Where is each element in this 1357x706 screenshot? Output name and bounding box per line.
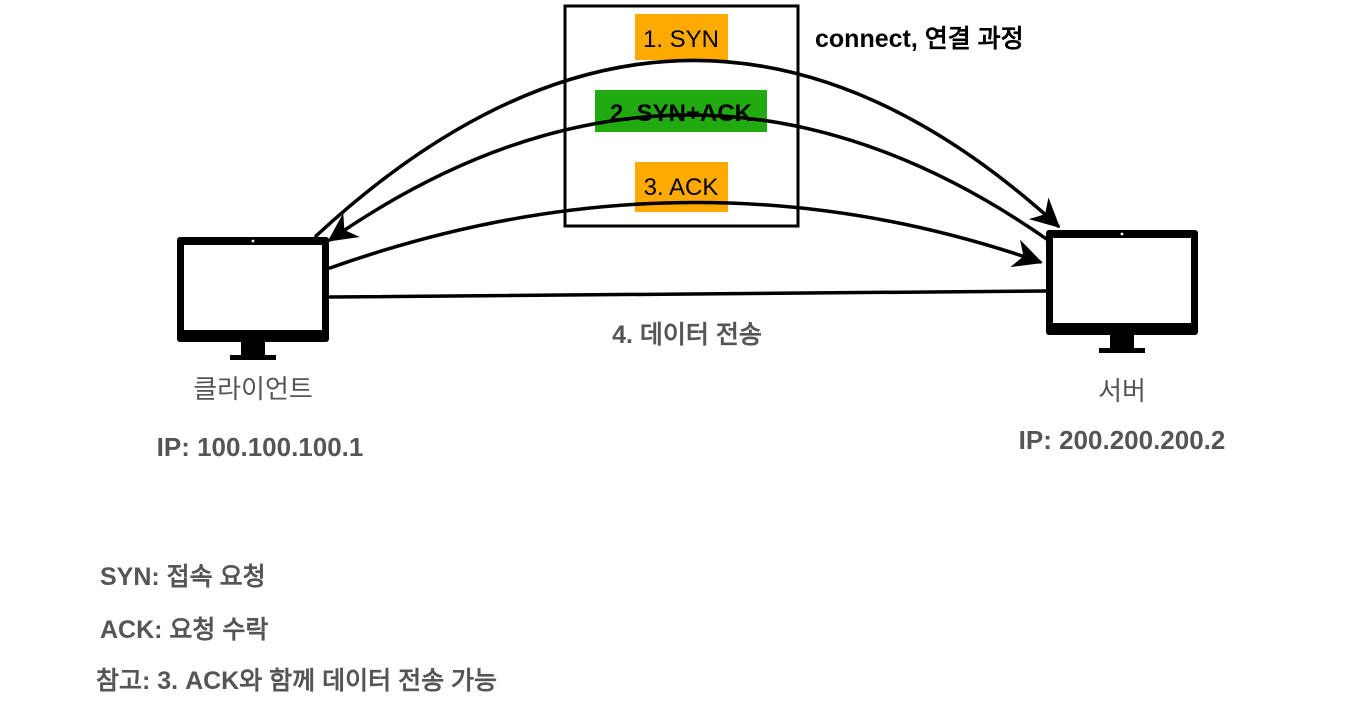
legend-syn: SYN: 접속 요청 — [100, 563, 266, 591]
step-2-badge — [595, 90, 767, 132]
connect-caption: connect, 연결 과정 — [815, 25, 1024, 53]
server-ip: IP: 200.200.200.2 — [1019, 425, 1226, 455]
handshake-box — [563, 4, 800, 228]
synack-arrow — [327, 113, 1050, 242]
syn-arrow — [314, 58, 1061, 238]
step-3-label: 3. ACK — [644, 174, 719, 201]
client-monitor-icon — [177, 237, 329, 360]
client-name: 클라이언트 — [193, 374, 313, 404]
step-1-badge — [635, 14, 728, 60]
server-monitor-icon — [1046, 230, 1198, 353]
step-1-label: 1. SYN — [643, 26, 719, 53]
legend-ack: ACK: 요청 수락 — [100, 616, 269, 644]
data-transfer-label: 4. 데이터 전송 — [612, 321, 762, 349]
server-name: 서버 — [1098, 376, 1146, 406]
ack-arrow — [328, 200, 1043, 270]
client-ip: IP: 100.100.100.1 — [157, 432, 364, 462]
legend-note: 참고: 3. ACK와 함께 데이터 전송 가능 — [96, 667, 498, 695]
data-transfer-line — [328, 289, 1048, 299]
